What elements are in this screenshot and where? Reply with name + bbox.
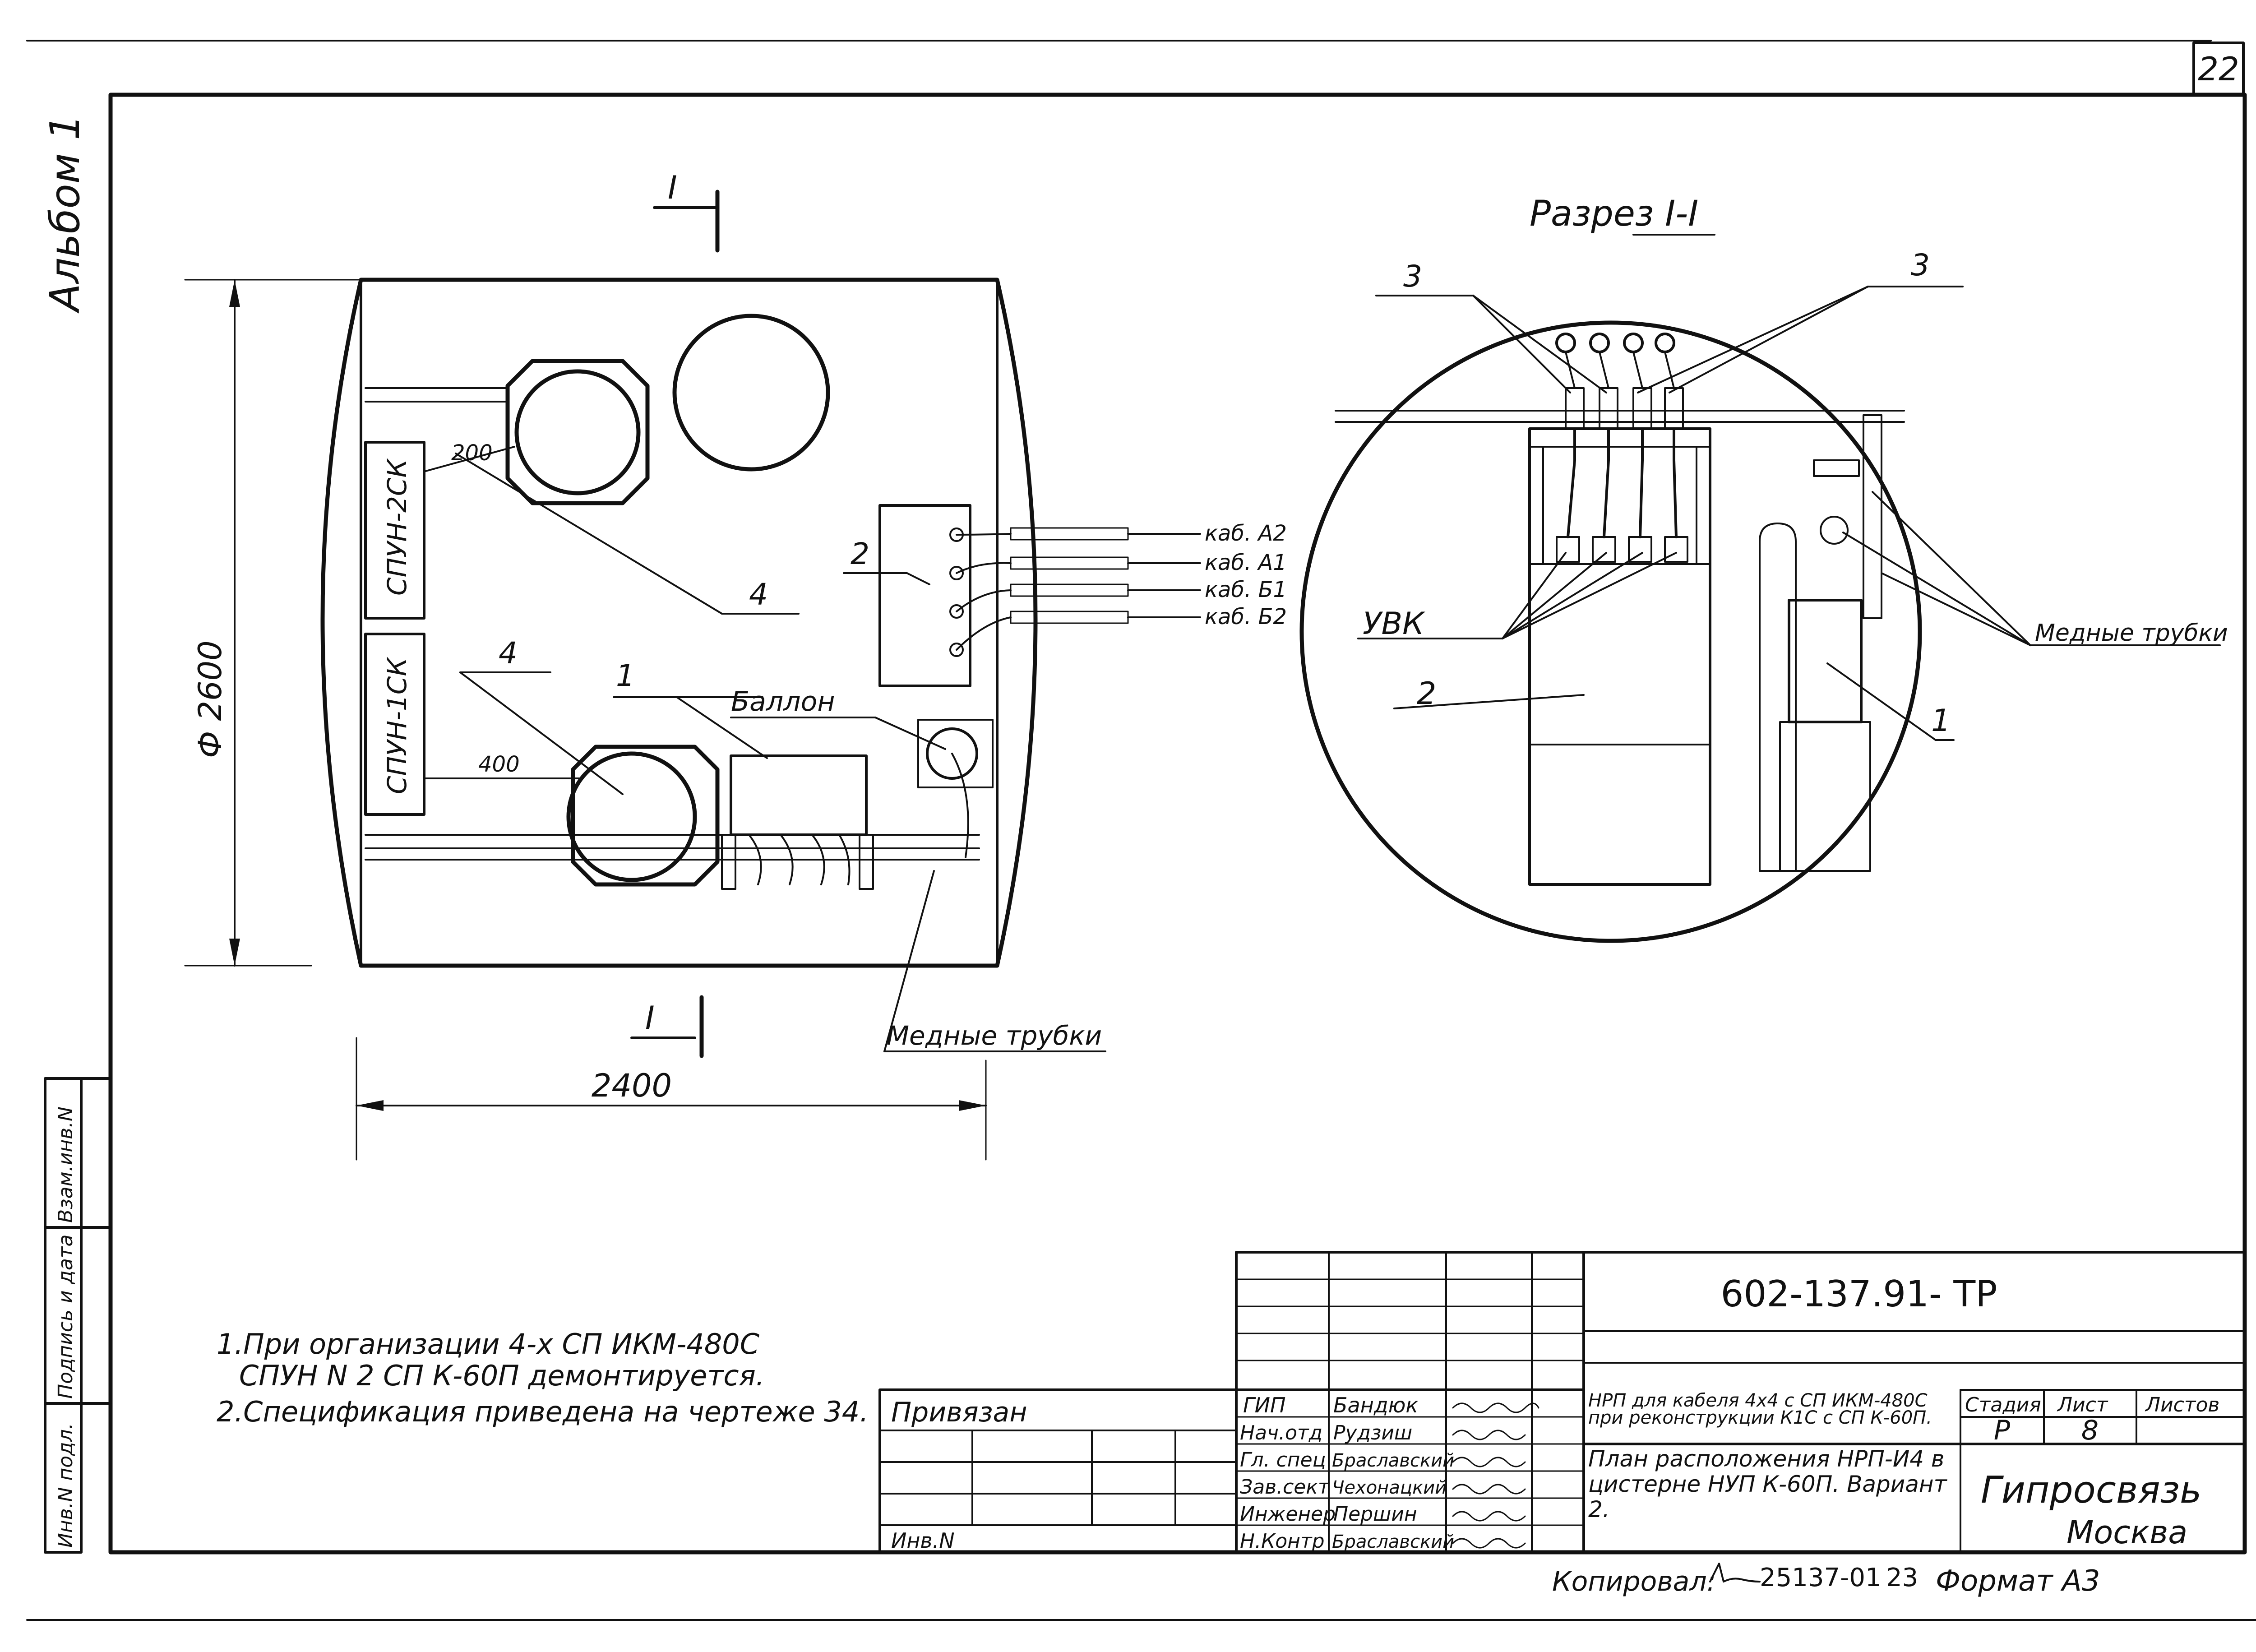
- privyazan-label: Привязан: [891, 1397, 1027, 1428]
- section-mark-top: I: [668, 169, 677, 206]
- description-1: НРП для кабеля 4х4 с СП ИКМ-480С при рек…: [1588, 1392, 1932, 1428]
- section-callout-2: 2: [1417, 676, 1436, 712]
- section-title: Разрез I-I: [1530, 194, 1698, 234]
- album-label: Альбом 1: [42, 115, 89, 314]
- callout-4-bottom: 4: [499, 636, 518, 671]
- callout-copper-plan: Медные трубки: [887, 1020, 1102, 1051]
- spun-1ck-box: [364, 633, 425, 816]
- org-name: Гипросвязь: [1981, 1469, 2201, 1512]
- section-callout-3-left: 3: [1403, 259, 1422, 294]
- side-stamp: [44, 1077, 112, 1554]
- page-number: 22: [2198, 50, 2239, 88]
- dim-400: 400: [478, 752, 520, 777]
- doc-code: 602-137.91- ТР: [1721, 1273, 1997, 1315]
- callout-ballon: Баллон: [731, 686, 835, 717]
- sheet-label: Лист: [2057, 1393, 2108, 1416]
- side-stamp-replaced-inv: Взам.инв.N: [54, 1106, 77, 1223]
- section-callout-uvk: УВК: [1363, 606, 1425, 642]
- balloon: [926, 727, 978, 780]
- callout-4-top: 4: [749, 577, 768, 612]
- spun-2ck-box: [364, 441, 425, 620]
- section-callout-1: 1: [1931, 703, 1951, 739]
- tank-outline: [320, 278, 1038, 968]
- cable-label-b1: каб. Б1: [1205, 577, 1287, 602]
- box-1: [730, 754, 868, 836]
- dim-length: 2400: [592, 1067, 672, 1104]
- section-callout-3-right: 3: [1911, 248, 1930, 282]
- org-city: Москва: [2066, 1514, 2187, 1551]
- sheets-label: Листов: [2145, 1393, 2219, 1416]
- unit-4-top: [505, 359, 650, 505]
- copied-label: Копировал:: [1552, 1566, 1716, 1597]
- section-view: [1299, 286, 2221, 943]
- large-circle-hatch: [672, 314, 830, 472]
- name-gip: Бандюк: [1333, 1393, 1418, 1417]
- cable-label-a1: каб. А1: [1205, 550, 1287, 575]
- unit-4-bottom: [571, 745, 720, 887]
- side-stamp-signature-date: Подпись и дата: [54, 1235, 77, 1399]
- role-n-kontr: Н.Контр: [1240, 1530, 1325, 1553]
- role-inzhener: Инженер: [1240, 1503, 1336, 1526]
- side-stamp-inv-original: Инв.N подл.: [54, 1423, 77, 1548]
- cable-tubes: [956, 527, 1201, 651]
- name-nach-otd: Рудзиш: [1333, 1421, 1412, 1444]
- label-spun-1ck: СПУН-1СК: [382, 657, 412, 794]
- label-spun-2ck: СПУН-2СК: [382, 458, 412, 596]
- name-inzhener: Першин: [1333, 1503, 1417, 1526]
- box-2: [878, 504, 971, 687]
- role-gl-spec: Гл. спец: [1240, 1448, 1326, 1472]
- inv-n-label: Инв.N: [891, 1528, 955, 1553]
- signatures: [1452, 1402, 1539, 1549]
- callout-1: 1: [616, 658, 635, 693]
- copy-page: 23: [1886, 1563, 1918, 1592]
- plan-view: [184, 190, 1201, 1161]
- role-zav-sekt: Зав.сект: [1240, 1476, 1330, 1499]
- role-nach-otd: Нач.отд: [1240, 1421, 1322, 1444]
- title-block-grid: [878, 1251, 2246, 1554]
- section-callout-copper: Медные трубки: [2035, 620, 2228, 647]
- name-zav-sekt: Чехонацкий: [1332, 1477, 1447, 1498]
- copy-number: 25137-01: [1760, 1563, 1882, 1592]
- unit-1-section: [1788, 599, 1863, 723]
- callout-2: 2: [851, 537, 869, 571]
- description-2: План расположения НРП-И4 в цистерне НУП …: [1588, 1446, 1947, 1522]
- copier-signature: [1709, 1563, 1761, 1583]
- note-line-2: СПУН N 2 СП К-60П демонтируется.: [239, 1359, 765, 1392]
- balloon-frame: [917, 719, 994, 788]
- stage-label: Стадия: [1965, 1393, 2041, 1416]
- role-gip: ГИП: [1243, 1393, 1286, 1417]
- sheet-value: 8: [2081, 1415, 2099, 1446]
- format-label: Формат А3: [1936, 1564, 2100, 1598]
- cable-label-a2: каб. А2: [1205, 521, 1287, 546]
- dim-200: 200: [451, 440, 493, 466]
- name-gl-spec: Браславский: [1332, 1450, 1454, 1471]
- name-n-kontr: Браславский: [1332, 1532, 1454, 1552]
- note-line-3: 2.Спецификация приведена на чертеже 34.: [217, 1395, 869, 1428]
- stage-value: Р: [1994, 1415, 2011, 1446]
- section-mark-bottom: I: [645, 1000, 655, 1037]
- cabinet-uvk: [1528, 427, 1711, 886]
- note-line-1: 1.При организации 4-х СП ИКМ-480С: [217, 1328, 760, 1360]
- dim-diameter: Ф 2600: [192, 640, 229, 758]
- section-circle: [1299, 320, 1922, 943]
- cable-label-b2: каб. Б2: [1205, 604, 1287, 629]
